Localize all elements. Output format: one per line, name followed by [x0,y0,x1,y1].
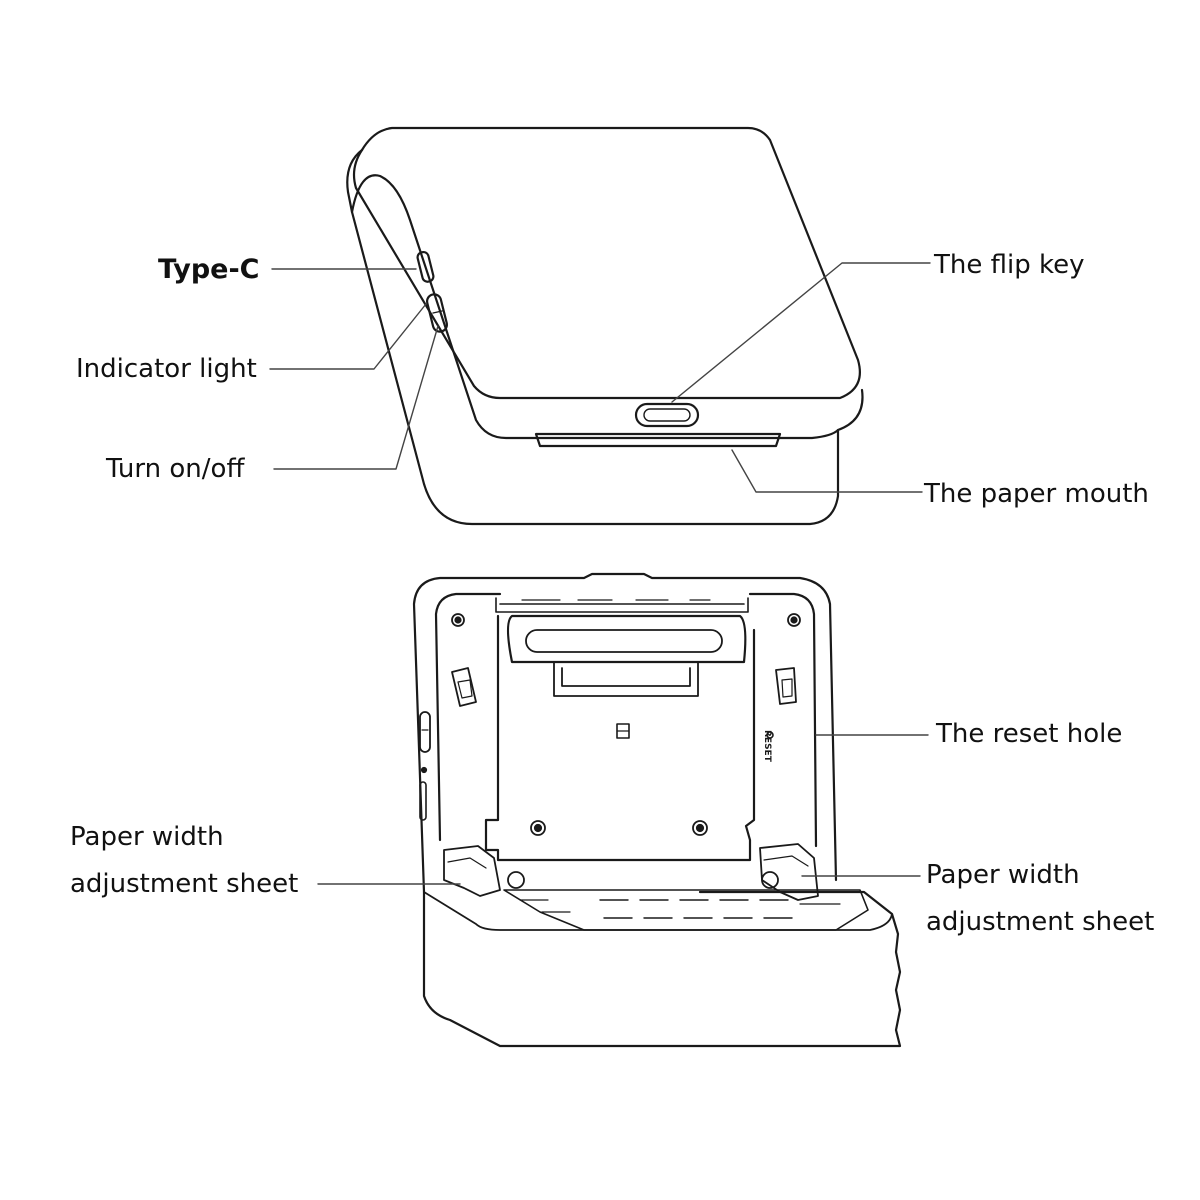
lid-hinge [495,597,749,613]
label-turn-on-off: Turn on/off [106,454,245,484]
leader-indicator-light [269,303,427,370]
print-head-cover [506,614,747,664]
type-c-port[interactable] [416,250,435,283]
label-right-sheet-line1: Paper width [926,860,1080,890]
label-left-sheet-line1: Paper width [70,822,224,852]
paper-tray [503,889,869,931]
label-indicator-light: Indicator light [76,354,257,384]
indicator-power-button[interactable] [425,293,449,333]
label-left-sheet-line2: adjustment sheet [70,869,299,899]
open-housing [412,572,838,894]
flip-key[interactable] [634,402,700,428]
label-paper-mouth: The paper mouth [924,479,1149,509]
right-adjustment-sheet[interactable] [759,843,819,901]
lid-inner-panel [484,614,756,862]
right-latch [775,667,797,705]
bottom-leader-lines [317,734,929,885]
leader-turn-on-off [273,325,439,470]
label-right-sheet-line2: adjustment sheet [926,907,1155,937]
label-reset-hole: The reset hole [936,719,1123,749]
label-type-c: Type-C [158,254,260,285]
closed-printer [346,126,864,526]
base-front [422,890,902,1048]
left-adjustment-sheet[interactable] [443,845,501,897]
printer-body [346,148,864,526]
reset-text: RESET [762,730,772,762]
reset-hole[interactable] [766,731,774,739]
inner-frame [434,592,818,848]
leader-paper-mouth [731,449,923,493]
top-leader-lines [269,262,931,493]
open-printer [412,572,902,1048]
left-latch [451,667,477,707]
leader-flip-key [671,262,931,403]
label-flip-key: The flip key [934,250,1085,280]
paper-mouth-slot [534,432,782,448]
side-face-edge [350,174,840,440]
